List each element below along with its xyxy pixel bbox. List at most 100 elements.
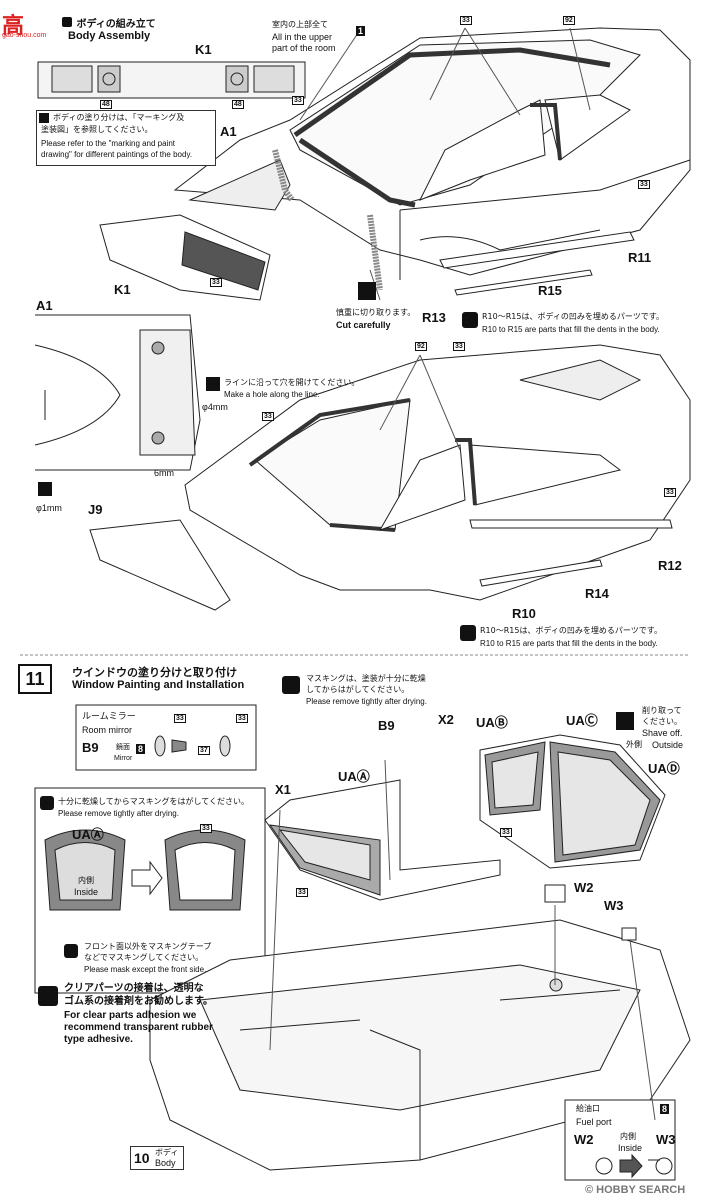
- shave-icon: [616, 712, 634, 730]
- mirror-label-en: Mirror: [114, 755, 133, 762]
- part-j9: J9: [88, 502, 103, 517]
- part-a1-top: A1: [220, 124, 237, 139]
- site-logo: 高 gao-shou.com: [2, 8, 62, 39]
- note-fuel-jp: 給油口: [576, 1104, 600, 1113]
- note-shave-jp1: 削り取って: [642, 706, 682, 715]
- ref-48-right: 48: [232, 100, 244, 109]
- part-k1-top: K1: [195, 42, 212, 57]
- note-hole-jp: ラインに沿って穴を開けてください。: [224, 378, 360, 387]
- note-interior-en2: part of the room: [272, 43, 336, 53]
- step10-title-jp: ボディの組み立て: [76, 19, 156, 30]
- note-cut-jp: 慎重に切り取ります。: [336, 308, 416, 317]
- part-r13: R13: [422, 310, 446, 325]
- site-logo-text: 高: [2, 14, 25, 39]
- note-fuel-en: Fuel port: [576, 1117, 612, 1127]
- brush-icon-4: [40, 796, 54, 810]
- step11-title-jp: ウインドウの塗り分けと取り付け: [72, 666, 237, 679]
- ref-33-x2: 33: [500, 828, 512, 837]
- pencil-icon: [62, 17, 72, 27]
- drill-icon: [206, 377, 220, 391]
- paint-note-box: ボディの塗り分けは、「マーキング及 塗装図」を参照してください。 Please …: [36, 110, 216, 166]
- ref-33-box: 33: [200, 824, 212, 833]
- note-mask-jp2: してからはがしてください。: [306, 685, 410, 694]
- note-shave-en1: Shave off.: [642, 728, 683, 738]
- cut-icon: [358, 282, 376, 300]
- note-mask-en: Please remove tightly after drying.: [306, 697, 427, 706]
- ref-48-left: 48: [100, 100, 112, 109]
- body-ref-en: Body: [155, 1158, 176, 1168]
- ref-33-mid: 33: [453, 342, 465, 351]
- part-uaa-box: UAⒶ: [72, 827, 104, 842]
- note-clear-en1: For clear parts adhesion we: [64, 1010, 197, 1021]
- note-dents-jp2: R10～R15は、ボディの凹みを埋めるパーツです。: [480, 626, 662, 635]
- ref-37-mirror: 37: [198, 746, 210, 755]
- part-w2-box: W2: [574, 1132, 594, 1147]
- brush-icon-1: [462, 312, 478, 328]
- note-dents-jp1: R10～R15は、ボディの凹みを埋めるパーツです。: [482, 312, 664, 321]
- ref-8-fuel: 8: [660, 1104, 670, 1114]
- ref-33-x1: 33: [296, 888, 308, 897]
- paint-note-en2: drawing" for different paintings of the …: [41, 150, 193, 159]
- mirror-part-b9: B9: [82, 740, 99, 755]
- note-clear-en3: type adhesive.: [64, 1034, 133, 1045]
- part-uab: UAⒷ: [476, 715, 508, 730]
- body-ref-number: 10: [134, 1150, 150, 1166]
- note-hole-en: Make a hole along the line.: [224, 390, 320, 399]
- ref-92-top: 92: [563, 16, 575, 25]
- note-6mm: 6mm: [154, 468, 174, 478]
- note-d4: φ4mm: [202, 402, 228, 412]
- mirror-title-jp: ルームミラー: [82, 712, 136, 722]
- part-b9: B9: [378, 718, 395, 733]
- ref-33-mid-right: 33: [664, 488, 676, 497]
- note-outside-en: Outside: [652, 740, 684, 750]
- part-w2: W2: [574, 880, 594, 895]
- note-front-jp1: フロント面以外をマスキングテープ: [84, 942, 212, 951]
- ref-33-mirror-a: 33: [174, 714, 186, 723]
- hobby-search-watermark: © HOBBY SEARCH: [585, 1184, 686, 1196]
- note-fuel-inside-en: Inside: [618, 1143, 643, 1153]
- body-ref-jp: ボディ: [155, 1148, 179, 1157]
- drill-icon-small: [38, 482, 52, 496]
- note-inside-en: Inside: [74, 887, 99, 897]
- note-mask-jp1: マスキングは、塗装が十分に乾燥: [306, 674, 426, 683]
- brush-icon-5: [64, 944, 78, 958]
- part-x2: X2: [438, 712, 454, 727]
- part-r10: R10: [512, 606, 536, 621]
- body-ref-box: 10 ボディ Body: [130, 1146, 184, 1170]
- note-front-en: Please mask except the front side.: [84, 965, 207, 974]
- note-dry-jp: 十分に乾燥してからマスキングをはがしてください。: [58, 797, 250, 806]
- paint-note-jp1: ボディの塗り分けは、「マーキング及: [53, 113, 185, 122]
- note-fuel-inside-jp: 内側: [620, 1132, 636, 1141]
- ref-8-mirror: 8: [136, 744, 146, 754]
- brush-icon-2: [460, 625, 476, 641]
- part-w3: W3: [604, 898, 624, 913]
- note-clear-jp1: クリアパーツの接着は、透明な: [64, 983, 204, 994]
- note-clear-en2: recommend transparent rubber: [64, 1022, 213, 1033]
- brush-icon-6: [38, 986, 58, 1006]
- ref-33-k1: 33: [210, 278, 222, 287]
- step11-title-en: Window Painting and Installation: [72, 679, 245, 691]
- step10-header: ボディの組み立て: [62, 14, 156, 32]
- paint-note-jp2: 塗装図」を参照してください。: [41, 125, 153, 134]
- ref-1: 1: [356, 26, 366, 36]
- note-shave-jp2: ください。: [642, 717, 682, 726]
- ref-92-mid: 92: [415, 342, 427, 351]
- paint-icon: [39, 113, 49, 123]
- part-uad: UAⒹ: [648, 761, 680, 776]
- note-interior-en1: All in the upper: [272, 32, 333, 42]
- brush-icon-3: [282, 676, 300, 694]
- note-clear-jp2: ゴム系の接着剤をお勧めします。: [64, 996, 213, 1007]
- ref-33-mirror-b: 33: [236, 714, 248, 723]
- note-cut-en: Cut carefully: [336, 320, 391, 330]
- part-uaa: UAⒶ: [338, 769, 370, 784]
- part-r14: R14: [585, 586, 609, 601]
- part-r12: R12: [658, 558, 682, 573]
- note-outside-jp: 外側: [626, 740, 642, 749]
- note-dents-en1: R10 to R15 are parts that fill the dents…: [482, 325, 660, 334]
- ref-33-top: 33: [460, 16, 472, 25]
- part-w3-box: W3: [656, 1132, 676, 1147]
- ref-33-side: 33: [638, 180, 650, 189]
- ref-33-a1: 33: [292, 96, 304, 105]
- part-uac: UAⒸ: [566, 713, 598, 728]
